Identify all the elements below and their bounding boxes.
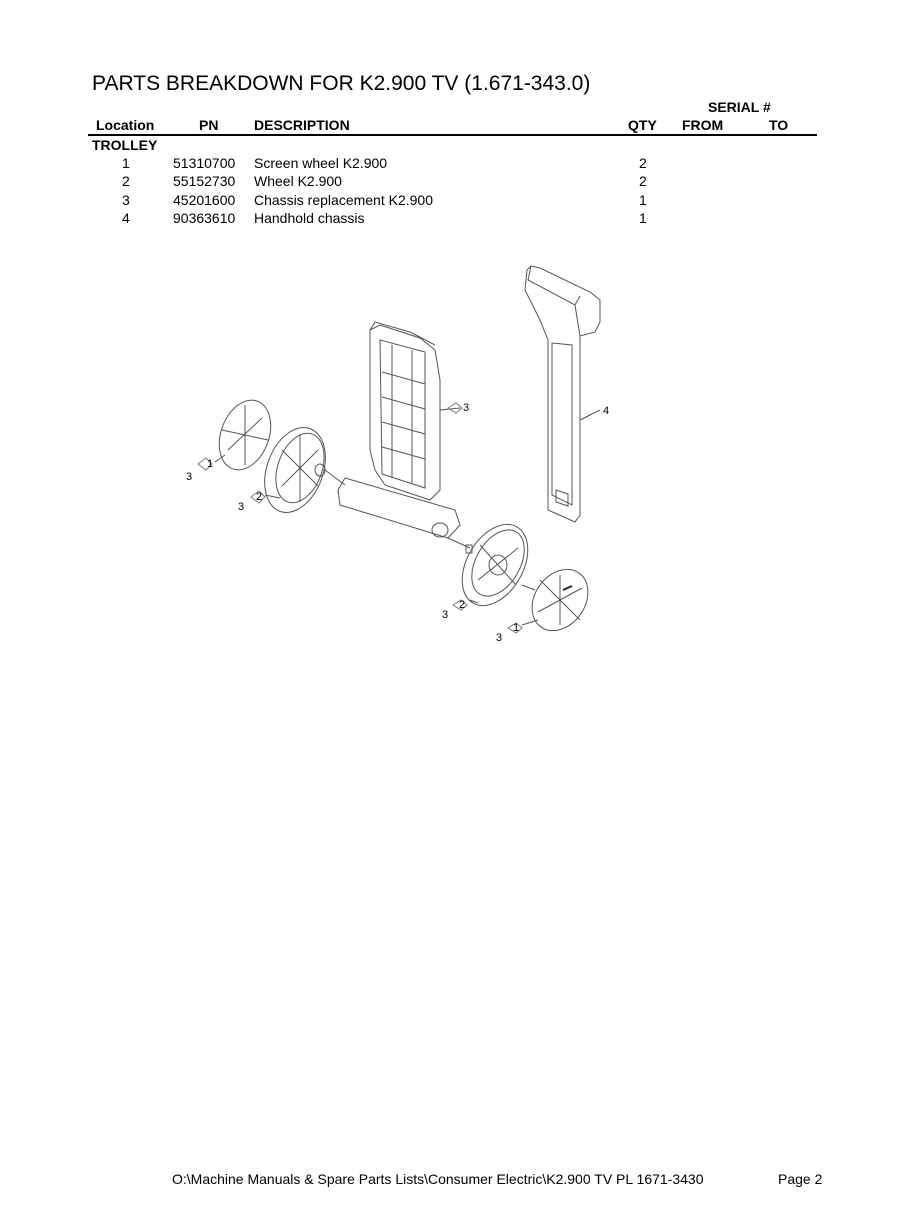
- handhold-chassis-drawing: [524, 265, 601, 523]
- callout-label: 3: [463, 402, 469, 414]
- footer-file-path: O:\Machine Manuals & Spare Parts Lists\C…: [172, 1171, 704, 1187]
- row-pn: 45201600: [173, 192, 236, 208]
- callout-label: 2: [459, 599, 465, 611]
- row-location: 1: [122, 155, 130, 171]
- page-number: Page 2: [778, 1171, 823, 1187]
- row-description: Chassis replacement K2.900: [254, 192, 433, 208]
- callout-label: 1: [513, 622, 519, 634]
- row-pn: 51310700: [173, 155, 236, 171]
- callout-label: 3: [238, 501, 244, 513]
- screen-wheel-left-drawing: [214, 399, 272, 471]
- row-qty: 2: [639, 155, 647, 171]
- row-location: 3: [122, 192, 130, 208]
- row-qty: 1: [639, 210, 647, 226]
- header-rule: [88, 134, 817, 136]
- exploded-parts-diagram: 1 3 2 3 3 4 2 3 1 3: [186, 265, 609, 644]
- col-serial-from: FROM: [682, 117, 724, 133]
- table-row: 4 90363610 Handhold chassis 1: [0, 210, 906, 228]
- chassis-drawing: [324, 321, 471, 549]
- table-row: 1 51310700 Screen wheel K2.900 2: [0, 155, 906, 173]
- col-pn: PN: [199, 117, 219, 133]
- callout-label: 3: [496, 632, 502, 644]
- serial-header: SERIAL #: [708, 99, 771, 115]
- wheel-right-drawing: [461, 523, 536, 607]
- row-description: Screen wheel K2.900: [254, 155, 388, 171]
- col-location: Location: [96, 117, 155, 133]
- row-qty: 1: [639, 192, 647, 208]
- row-location: 2: [122, 173, 130, 189]
- callout-label: 4: [603, 405, 609, 417]
- page-title: PARTS BREAKDOWN FOR K2.900 TV (1.671-343…: [92, 72, 591, 95]
- screen-wheel-right-drawing: [521, 568, 589, 632]
- callout-label: 3: [186, 471, 192, 483]
- section-label: TROLLEY: [92, 137, 158, 153]
- row-location: 4: [122, 210, 130, 226]
- col-qty: QTY: [628, 117, 657, 133]
- row-description: Handhold chassis: [254, 210, 365, 226]
- col-serial-to: TO: [769, 117, 789, 133]
- row-qty: 2: [639, 173, 647, 189]
- row-pn: 90363610: [173, 210, 236, 226]
- callout-label: 3: [442, 609, 448, 621]
- row-description: Wheel K2.900: [254, 173, 342, 189]
- callout-label: 1: [207, 458, 213, 470]
- callout-label: 2: [256, 491, 262, 503]
- table-row: 2 55152730 Wheel K2.900 2: [0, 173, 906, 191]
- row-pn: 55152730: [173, 173, 236, 189]
- wheel-left-drawing: [264, 427, 326, 513]
- col-description: DESCRIPTION: [254, 117, 350, 133]
- table-row: 3 45201600 Chassis replacement K2.900 1: [0, 192, 906, 210]
